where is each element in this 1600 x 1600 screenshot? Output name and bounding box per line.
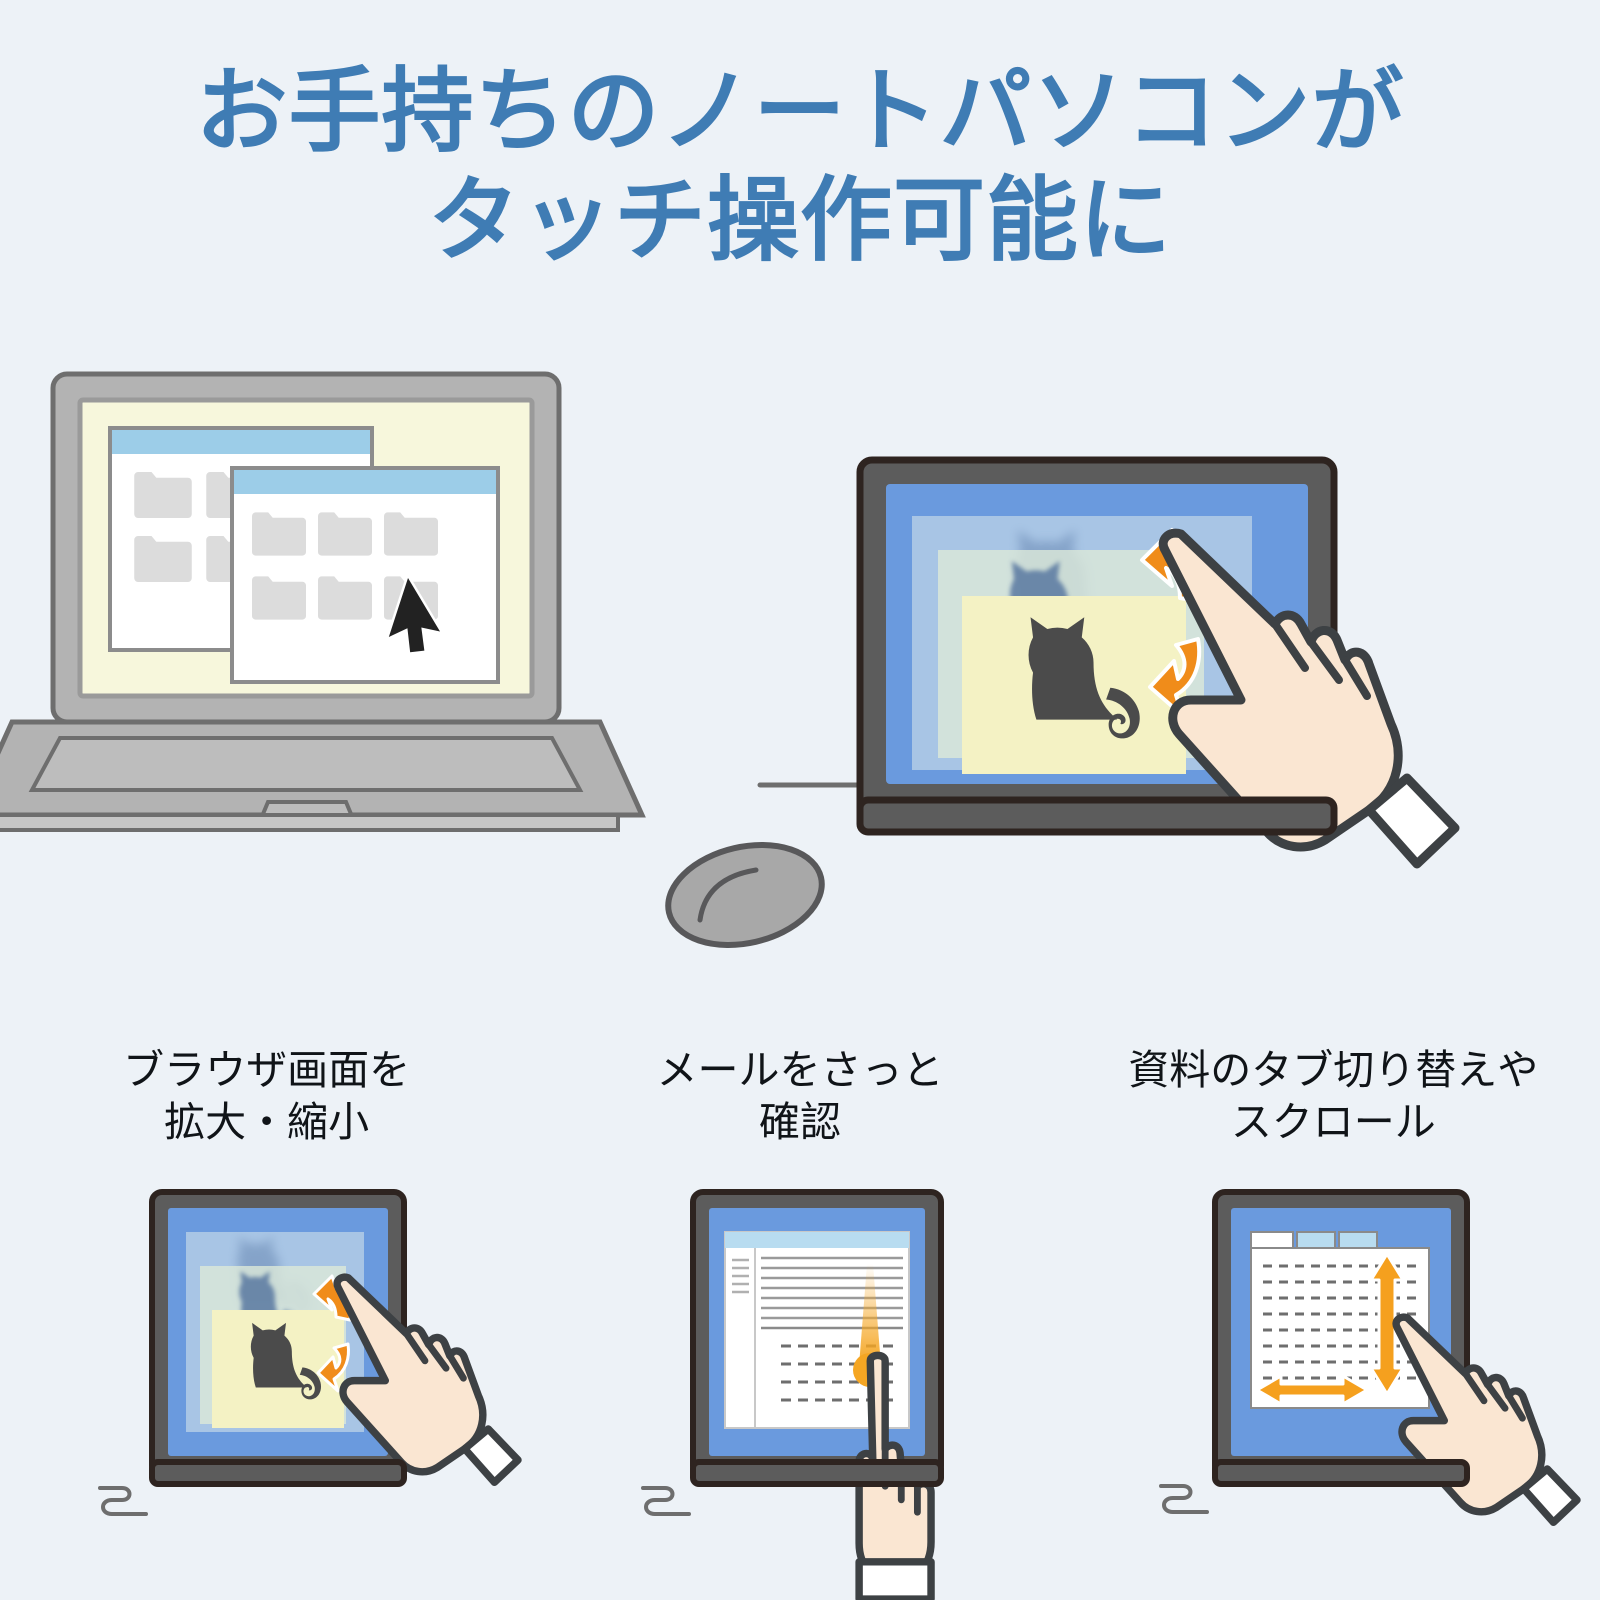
page-title: お手持ちのノートパソコンが タッチ操作可能に [0,58,1600,275]
window-title-bar [725,1232,910,1248]
scroll-arrow-horizontal [1255,1374,1369,1406]
laptop [0,371,646,832]
touch-hand [333,1273,522,1487]
folder-icon [252,576,306,620]
feature-browser-zoom: ブラウザ画面を 拡大・縮小 [0,1040,533,1560]
sleeve-cuff [1364,773,1460,869]
cable [641,1486,692,1516]
feature-row: ブラウザ画面を 拡大・縮小 [0,1040,1600,1600]
feature-caption-line-2: スクロール [1230,1099,1436,1146]
sidebar-list [732,1258,750,1294]
message-list [761,1256,904,1320]
tablet-stand [1211,1459,1470,1487]
feature-caption: 資料のタブ切り替えや スクロール [1067,1040,1600,1149]
feature-caption: メールをさっと 確認 [533,1040,1066,1149]
sleeve-cuff [460,1425,522,1487]
monitor-stand [856,796,1338,836]
folder-icon [384,512,438,556]
laptop-window-front [230,466,500,684]
computer-mouse [665,842,825,948]
laptop-front-edge [0,813,620,832]
folder-icon [134,472,192,518]
feature-caption: ブラウザ画面を 拡大・縮小 [0,1040,533,1149]
feature-illustration-document-scroll [1067,1170,1600,1550]
pinch-arrow-down [316,1342,350,1393]
folder-icon [318,512,372,556]
mouse-pointer-arrow [386,575,443,655]
window-title-bar [112,430,370,454]
sleeve-cuff [1519,1465,1581,1527]
touch-monitor [856,456,1460,869]
window-title-bar [234,470,496,494]
folder-icon [318,576,372,620]
feature-caption-line-1: 資料のタブ切り替えや [1128,1047,1539,1093]
feature-document-tabs-scroll: 資料のタブ切り替えや スクロール [1067,1040,1600,1560]
folder-icon [252,512,306,556]
hero-illustration [0,360,1600,1000]
feature-caption-line-2: 拡大・縮小 [164,1099,370,1146]
page-title-line-1: お手持ちのノートパソコンが [195,61,1405,163]
feature-illustration-browser-zoom [0,1170,533,1550]
feature-caption-line-1: ブラウザ画面を [123,1047,411,1093]
feature-mail-check: メールをさっと 確認 [533,1040,1066,1600]
tablet-stand [149,1459,407,1487]
cable [1158,1484,1209,1514]
zoom-photo-stack [912,516,1252,774]
scroll-arrow-vertical [1369,1252,1405,1396]
feature-illustration-mail-check [533,1170,1066,1600]
feature-caption-line-1: メールをさっと [656,1047,944,1093]
page-title-line-2: タッチ操作可能に [427,169,1172,272]
sleeve-cuff [855,1558,936,1600]
tablet-stand [690,1459,945,1487]
laptop-keyboard [28,736,584,792]
feature-caption-line-2: 確認 [758,1099,841,1146]
folder-icon [134,536,192,582]
touch-hand [1392,1313,1581,1527]
cable [98,1486,148,1516]
